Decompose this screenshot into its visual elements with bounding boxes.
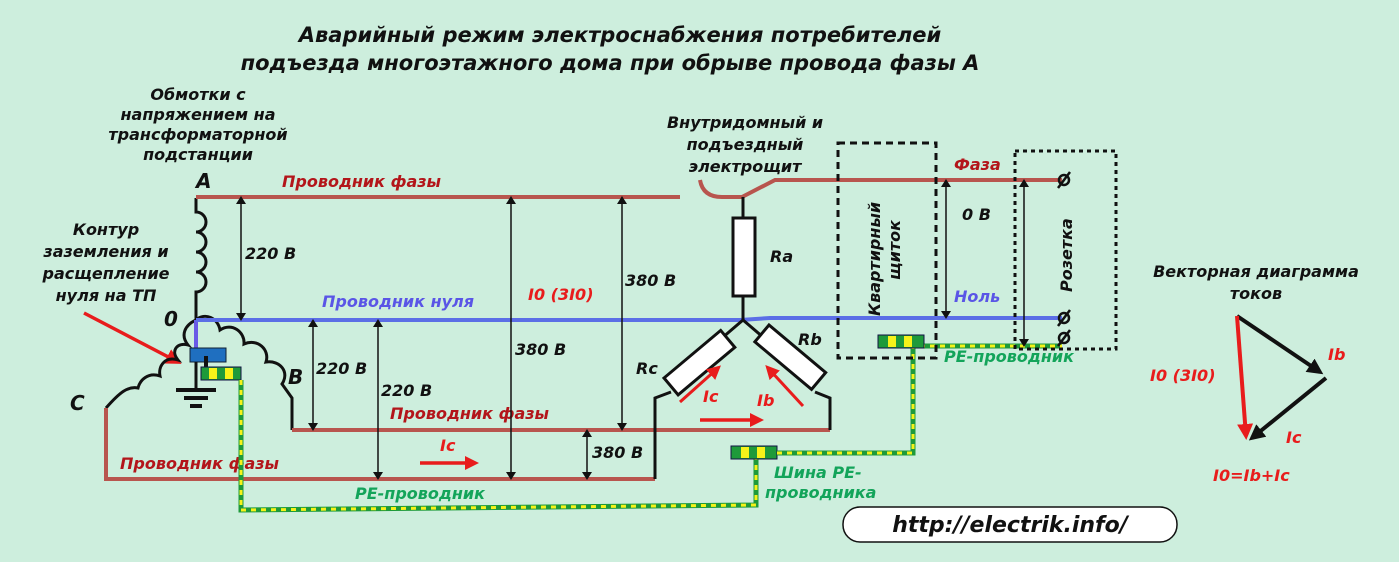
pe-bus-label: Шина PE- проводника [765, 463, 876, 502]
socket-terminal-icons [1057, 171, 1071, 347]
broken-phase-switch [698, 178, 1062, 199]
watermark-url[interactable]: http://electrik.info/ [892, 513, 1130, 538]
svg-text:электрощит: электрощит [689, 157, 804, 176]
windings-label: Обмотки с напряжением на трансформаторно… [108, 85, 287, 164]
ra-label: Ra [770, 247, 793, 266]
svg-text:Шина PE-: Шина PE- [774, 463, 862, 482]
svg-text:трансформаторной: трансформаторной [108, 125, 287, 144]
svg-text:заземления и: заземления и [42, 242, 168, 261]
nol-label: Ноль [954, 287, 1000, 306]
phase-b-conductor-label: Проводник фазы [390, 404, 550, 423]
winding-a-icon [194, 198, 208, 320]
vector-formula: I0=Ib+Ic [1213, 466, 1290, 485]
neutral-conductor [196, 316, 1062, 322]
phase-c-label: C [70, 391, 85, 415]
grounding-label: Контур заземления и расщепление нуля на … [41, 220, 169, 305]
vector-ic-label: Ic [1286, 428, 1302, 447]
svg-text:расщепление: расщепление [41, 264, 169, 283]
voltage-a-c: 380 В [515, 340, 566, 359]
pe-bus-icon [730, 445, 778, 460]
winding-b-icon [195, 314, 294, 430]
neutral-point-label: 0 [164, 307, 178, 331]
rc-label: Rc [636, 359, 658, 378]
ground-icon [176, 320, 227, 408]
vector-i0-label: I0 (3I0) [1150, 366, 1216, 385]
current-ic-phase-c-label: Ic [440, 436, 456, 455]
pe-bus-apartment-icon [877, 334, 925, 349]
vector-diagram-title: Векторная диаграмма токов [1153, 262, 1359, 303]
voltage-a-b: 380 В [625, 271, 676, 290]
pe-conductor-riser [777, 343, 1062, 456]
voltage-arrows [236, 179, 1029, 480]
phase-c-conductor-label: Проводник фазы [120, 454, 280, 473]
resistor-ra-icon [731, 216, 757, 298]
title-line-2: подъезда многоэтажного дома при обрыве п… [241, 51, 980, 75]
voltage-socket: 0 В [962, 205, 991, 224]
vector-i0-icon [1235, 315, 1254, 440]
current-ic-label: Ic [703, 387, 719, 406]
vector-ib-icon [1235, 314, 1324, 375]
current-i0-label: I0 (3I0) [528, 285, 594, 304]
neutral-conductor-label: Проводник нуля [322, 292, 474, 311]
svg-text:напряжением на: напряжением на [120, 105, 275, 124]
vector-ib-label: Ib [1328, 345, 1345, 364]
svg-text:Векторная диаграмма: Векторная диаграмма [1153, 262, 1359, 281]
resistor-rb-icon [752, 322, 828, 392]
phase-b-label: B [288, 365, 303, 389]
pe-conductor-label: PE-проводник [355, 484, 486, 503]
pe-bus-tp-icon [200, 366, 242, 381]
current-ic-arrow-icon [678, 365, 721, 404]
svg-text:подстанции: подстанции [143, 145, 253, 164]
watermark-box [842, 506, 1178, 543]
phase-a-label: A [194, 169, 211, 193]
svg-text:проводника: проводника [765, 483, 876, 502]
voltage-c-n: 220 В [381, 381, 432, 400]
vector-ic-icon [1248, 376, 1328, 441]
current-ib-label: Ib [757, 391, 774, 410]
pe-conductor-right-label: PE-проводник [944, 347, 1075, 366]
svg-text:Квартирный: Квартирный [865, 202, 884, 316]
svg-text:токов: токов [1230, 284, 1282, 303]
socket-box [1013, 149, 1118, 351]
voltage-b-c: 380 В [592, 443, 643, 462]
switchboard-label: Внутридомный и подъездный электрощит [667, 113, 823, 176]
svg-text:подъездный: подъездный [687, 135, 804, 154]
svg-text:Контур: Контур [73, 220, 139, 239]
svg-text:Внутридомный и: Внутридомный и [667, 113, 823, 132]
pe-conductor-main [238, 380, 759, 513]
current-ib-arrow-icon [765, 365, 805, 408]
faza-label: Фаза [954, 155, 1001, 174]
svg-text:нуля на ТП: нуля на ТП [56, 286, 157, 305]
voltage-b-n: 220 В [316, 359, 367, 378]
pointer-arrow-icon [83, 311, 182, 364]
svg-text:Обмотки с: Обмотки с [150, 85, 246, 104]
rb-label: Rb [798, 330, 822, 349]
socket-label: Розетка [1057, 218, 1076, 292]
apartment-panel-label: Квартирный щиток [865, 202, 904, 316]
title-line-1: Аварийный режим электроснабжения потреби… [297, 23, 942, 47]
svg-text:щиток: щиток [885, 219, 904, 280]
phase-a-conductor-label: Проводник фазы [282, 172, 442, 191]
phase-c-conductor [104, 408, 655, 481]
apartment-panel-box [836, 141, 938, 360]
winding-c-icon [104, 318, 197, 409]
voltage-a-n: 220 В [245, 244, 296, 263]
